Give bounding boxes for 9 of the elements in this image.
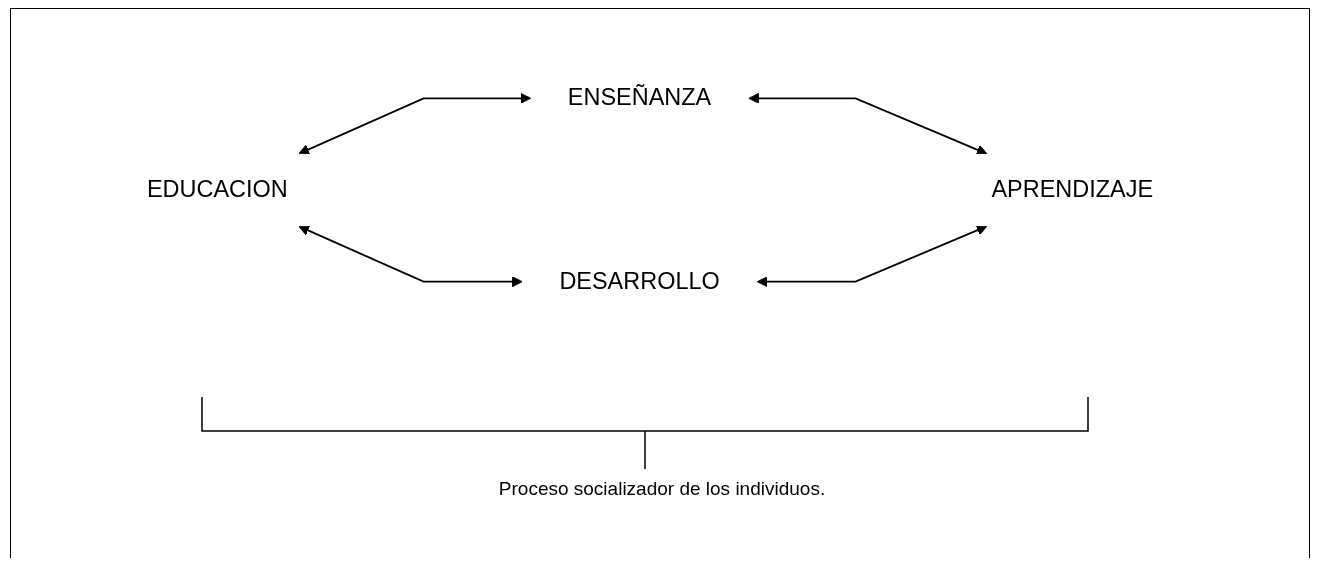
arrow — [756, 224, 988, 288]
arrow — [748, 92, 988, 156]
arrow — [298, 92, 532, 155]
node-text: EDUCACION — [146, 176, 288, 203]
node-text: APRENDIZAJE — [991, 176, 1154, 203]
label-text: Proceso socializador de los individuos. — [498, 478, 826, 499]
arrow — [298, 225, 523, 288]
node-text: DESARROLLO — [559, 267, 720, 294]
node-text: ENSEÑANZA — [567, 84, 712, 111]
